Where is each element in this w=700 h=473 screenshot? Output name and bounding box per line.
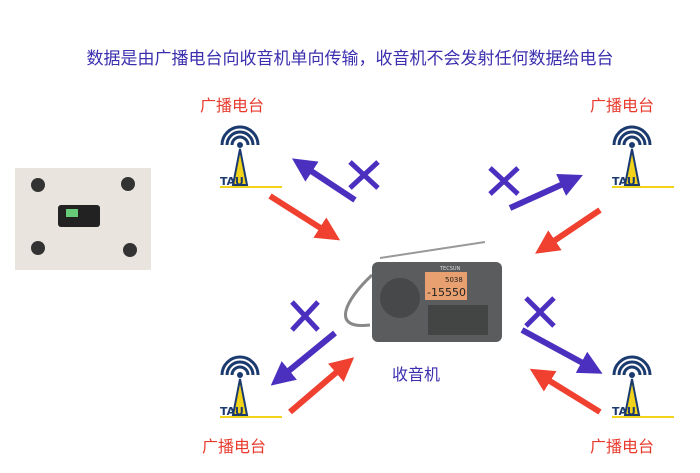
red-arrow-tr [535, 207, 602, 254]
station-label-bottom-left: 广播电台 [202, 437, 267, 456]
red-arrow-tl [268, 193, 341, 241]
radio-brand: TECSUN [439, 266, 461, 272]
station-label-top-right: 广播电台 [590, 96, 655, 115]
radio-label: 收音机 [392, 365, 441, 384]
purple-arrow-bl [270, 330, 337, 386]
tower-icon-top-right: TAU [610, 125, 676, 189]
tower-icon-bottom-right: TAU [610, 355, 676, 419]
red-arrow-bl [288, 357, 355, 415]
purple-arrow-tl [291, 158, 357, 203]
arrows [268, 158, 603, 415]
cross-icon [290, 300, 320, 332]
diagram-title: 数据是由广播电台向收音机单向传输，收音机不会发射任何数据给电台 [86, 49, 614, 69]
purple-arrow-br [520, 327, 603, 374]
cross-icon [488, 166, 520, 196]
cross-icon [524, 296, 556, 328]
station-label-top-left: 广播电台 [200, 96, 265, 115]
tpms-photo [15, 168, 151, 270]
purple-arrow-tr [508, 174, 583, 211]
tower-icon-top-left: TAU [218, 125, 284, 189]
svg-text:TAU: TAU [220, 405, 244, 418]
svg-text:TAU: TAU [612, 175, 636, 188]
tower-icon-bottom-left: TAU [218, 355, 284, 419]
svg-text:TAU: TAU [612, 405, 636, 418]
station-label-bottom-right: 广播电台 [590, 437, 655, 456]
radio-image: TECSUN 5038 -15550 [344, 241, 502, 342]
red-arrow-br [529, 368, 602, 415]
logo-text: TAU [220, 175, 244, 188]
svg-text:-15550: -15550 [427, 286, 466, 299]
svg-text:5038: 5038 [445, 276, 463, 284]
cross-icon [348, 160, 380, 190]
